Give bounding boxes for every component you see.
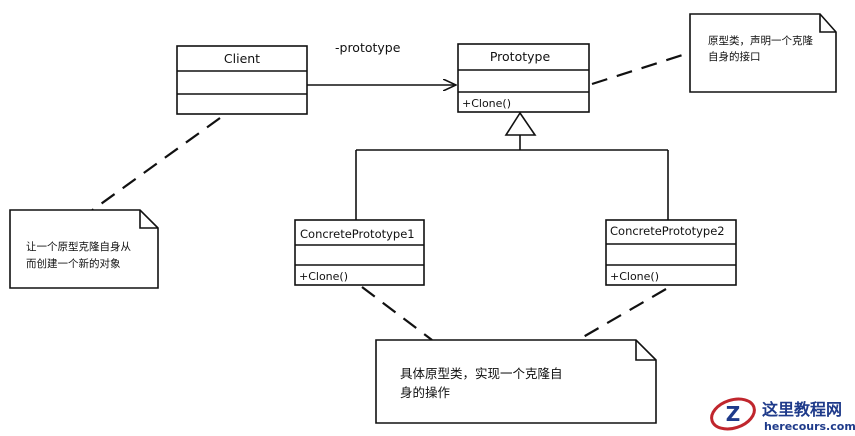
concrete1-note-anchor (361, 286, 433, 341)
prototype-class-name: Prototype (490, 49, 551, 64)
concrete-note-line2: 身的操作 (400, 385, 451, 400)
concrete-prototype2-name: ConcretePrototype2 (610, 224, 725, 238)
concrete-note-line1: 具体原型类，实现一个克隆自 (400, 366, 563, 381)
concrete-prototype1-clone-method: +Clone() (299, 270, 348, 283)
prototype-clone-method: +Clone() (462, 97, 511, 110)
prototype-note-line1: 原型类，声明一个克隆 (708, 34, 813, 47)
client-note-line2: 而创建一个新的对象 (26, 257, 121, 270)
prototype-note-anchor (591, 50, 693, 86)
watermark: Z 这里教程网 herecours.com (710, 397, 855, 433)
generalization-triangle (504, 111, 537, 136)
concrete-prototype2-class: ConcretePrototype2 +Clone() (605, 219, 737, 286)
concrete-note: 具体原型类，实现一个克隆自 身的操作 (375, 339, 657, 424)
client-class: Client (176, 45, 308, 115)
association-label: -prototype (335, 40, 401, 55)
concrete-prototype2-clone-method: +Clone() (610, 270, 659, 283)
client-note: 让一个原型克隆自身从 而创建一个新的对象 (9, 209, 159, 289)
svg-text:Z: Z (726, 402, 741, 426)
prototype-note: 原型类，声明一个克隆 自身的接口 (689, 13, 837, 93)
prototype-note-line2: 自身的接口 (708, 50, 761, 63)
watermark-title: 这里教程网 (762, 400, 842, 419)
inheritance-tree (355, 111, 669, 220)
concrete-prototype1-name: ConcretePrototype1 (300, 227, 415, 241)
concrete2-note-anchor (577, 288, 667, 341)
concrete-prototype1-class: ConcretePrototype1 +Clone() (294, 219, 425, 286)
client-note-line1: 让一个原型克隆自身从 (26, 240, 131, 253)
watermark-logo-icon (710, 397, 756, 431)
prototype-class: Prototype +Clone() (457, 43, 590, 113)
watermark-url: herecours.com (764, 420, 855, 433)
client-class-name: Client (224, 51, 260, 66)
